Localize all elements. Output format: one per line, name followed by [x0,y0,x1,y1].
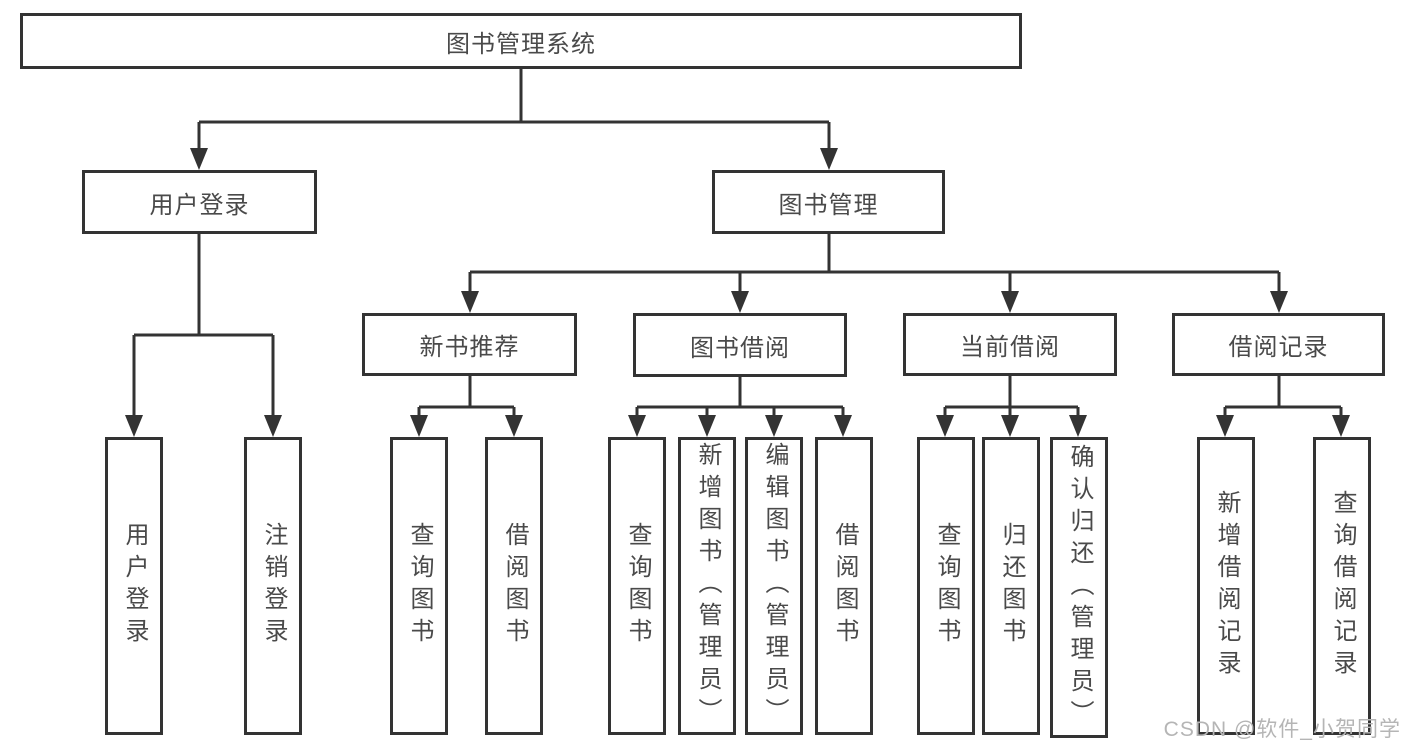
arrow-down-icon [1216,415,1234,437]
arrow-down-icon [1001,415,1019,437]
arrow-down-icon [1001,291,1019,313]
node-label: 图书借阅 [690,334,790,362]
node-leaf-query-books-borrowing: 查询图书 [608,437,666,735]
node-label: 当前借阅 [960,334,1060,361]
node-leaf-return-books: 归还图书 [982,437,1040,735]
node-leaf-borrow-books: 借阅图书 [815,437,873,735]
node-label: 新增借阅记录 [1213,490,1240,682]
node-label: 归还图书 [998,522,1025,650]
connector-new-book-branch [417,376,516,417]
node-label: 查询图书 [624,522,651,650]
connector-current-borrowing-branch [943,376,1080,417]
arrow-down-icon [820,148,838,170]
node-leaf-logout: 注销登录 [244,437,302,735]
node-leaf-query-books-current: 查询图书 [917,437,975,735]
arrow-down-icon [765,415,783,437]
node-current-borrowing: 当前借阅 [903,313,1117,376]
arrow-down-icon [698,415,716,437]
node-label: 用户登录 [149,191,250,219]
node-label: 借阅记录 [1228,334,1329,361]
connector-root-to-level2 [197,69,831,150]
node-label: 用户登录 [121,522,148,650]
node-label: 新书推荐 [419,334,520,361]
node-label: 查询图书 [933,522,960,650]
node-label: 确认归还（管理员） [1066,443,1093,732]
arrow-down-icon [461,291,479,313]
node-label: 编辑图书（管理员） [761,442,788,730]
arrow-down-icon [834,415,852,437]
connector-user-login-branch [132,234,275,417]
arrow-down-icon [410,415,428,437]
node-label: 注销登录 [260,522,287,650]
arrow-down-icon [628,415,646,437]
node-leaf-confirm-return-admin: 确认归还（管理员） [1050,437,1108,738]
connector-book-management-branch [468,234,1281,293]
node-book-management: 图书管理 [712,170,945,234]
node-user-login: 用户登录 [82,170,317,234]
node-label: 图书管理 [778,191,879,219]
arrow-down-icon [1069,415,1087,437]
arrow-down-icon [1332,415,1350,437]
node-leaf-add-books-admin: 新增图书（管理员） [678,437,736,735]
node-label: 查询图书 [406,522,433,650]
node-leaf-query-books-recommend: 查询图书 [390,437,448,735]
node-label: 借阅图书 [501,522,528,650]
connector-borrowing-records-branch [1223,376,1343,417]
node-leaf-borrow-books-recommend: 借阅图书 [485,437,543,735]
node-leaf-query-borrow-record: 查询借阅记录 [1313,437,1371,735]
arrow-down-icon [125,415,143,437]
node-label: 图书管理系统 [446,30,596,58]
arrowheads [125,148,1350,437]
arrow-down-icon [936,415,954,437]
arrow-down-icon [1270,291,1288,313]
node-leaf-edit-books-admin: 编辑图书（管理员） [745,437,803,735]
node-book-borrowing: 图书借阅 [633,313,847,377]
node-borrowing-records: 借阅记录 [1172,313,1385,376]
node-library-system: 图书管理系统 [20,13,1022,69]
node-label: 新增图书（管理员） [694,442,721,730]
arrow-down-icon [731,291,749,313]
csdn-watermark: CSDN @软件_小贺同学 [1163,718,1401,741]
node-leaf-add-borrow-record: 新增借阅记录 [1197,437,1255,735]
arrow-down-icon [190,148,208,170]
arrow-down-icon [505,415,523,437]
connector-book-borrowing-branch [635,377,845,417]
arrow-down-icon [264,415,282,437]
node-leaf-user-login: 用户登录 [105,437,163,735]
node-label: 查询借阅记录 [1329,490,1356,682]
node-new-book-recommendation: 新书推荐 [362,313,577,376]
node-label: 借阅图书 [831,522,858,650]
